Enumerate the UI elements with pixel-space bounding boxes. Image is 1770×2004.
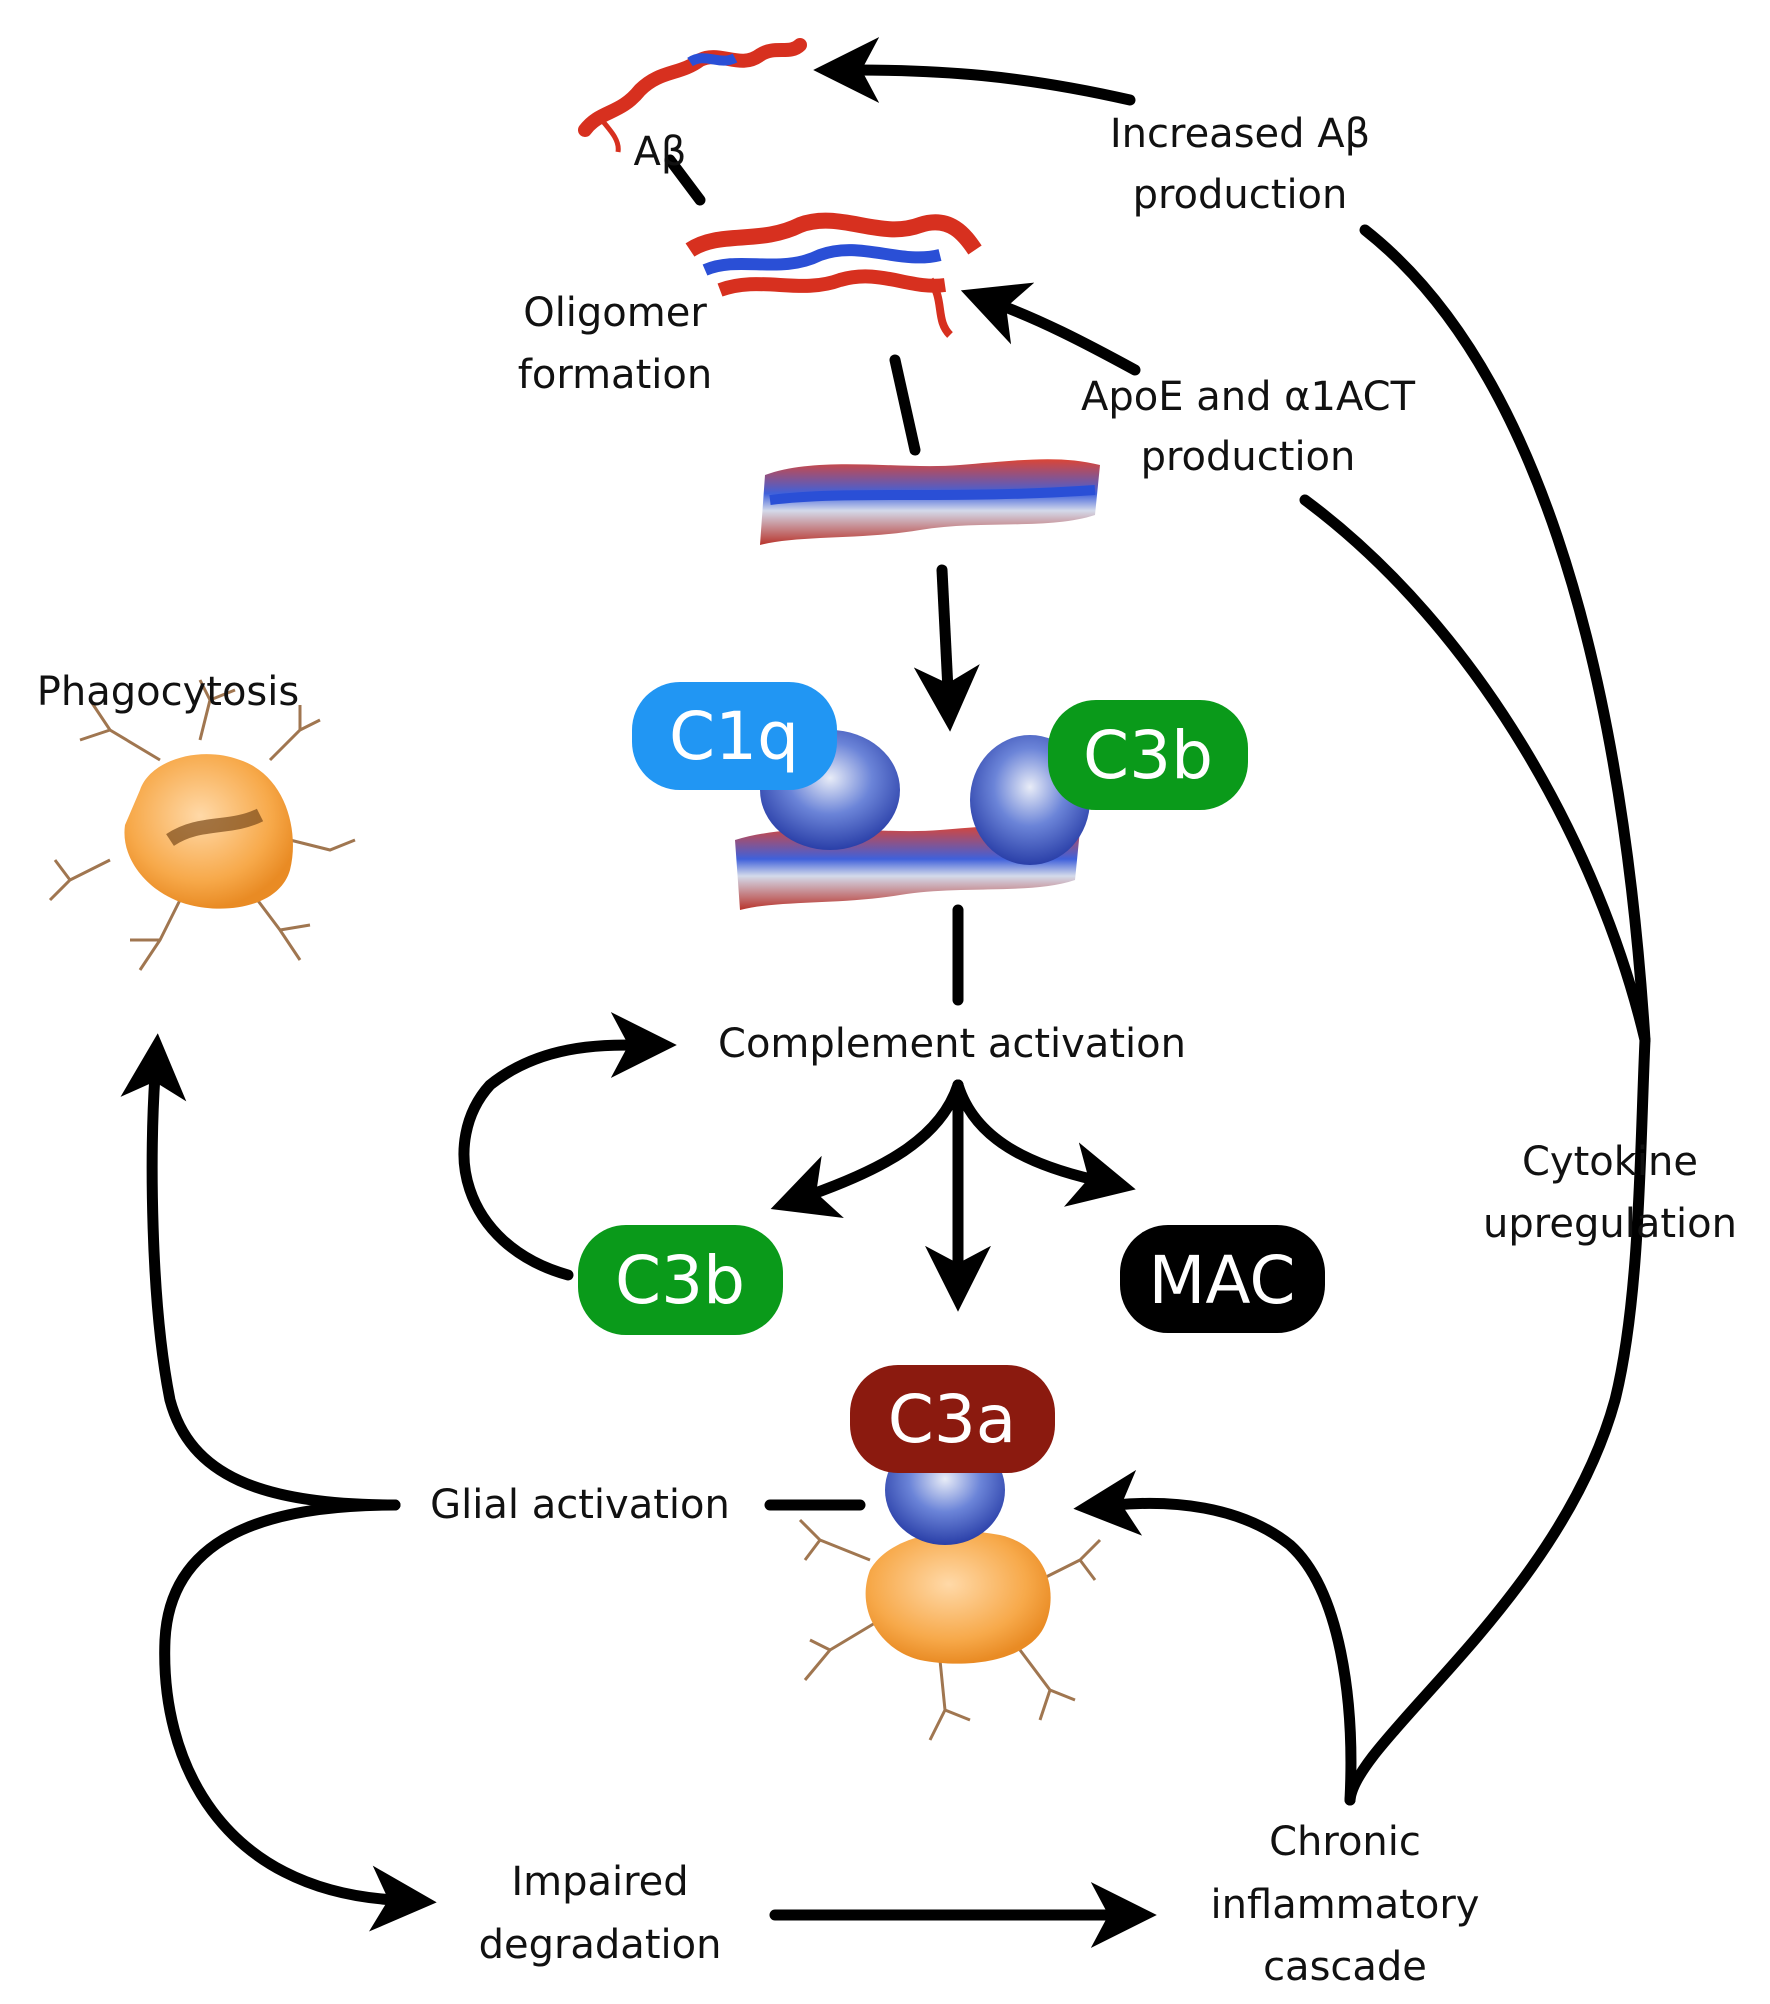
- c3a-label: C3a: [888, 1381, 1017, 1458]
- impaired-label-line2: degradation: [479, 1922, 722, 1968]
- chronic-label-line1: Chronic: [1269, 1819, 1421, 1865]
- arrow-apoe-to-oligomer: [960, 282, 1141, 376]
- apoe-label-line2: production: [1141, 434, 1356, 480]
- chronic-label-line2: inflammatory: [1211, 1882, 1480, 1928]
- abeta-label: Aβ: [634, 129, 687, 175]
- arrow-abeta-to-oligomer: [664, 154, 706, 206]
- mac-pill-bg: [1120, 1225, 1325, 1333]
- c3a-pill-bg: [850, 1365, 1055, 1473]
- arrow-activation-to-c3b: [770, 1079, 964, 1218]
- arrow-increased-to-abeta: [813, 37, 1136, 106]
- c1q-label: C1q: [669, 698, 799, 775]
- c3a-pill: C3a: [850, 1365, 1055, 1473]
- c3b-left-label: C3b: [615, 1242, 745, 1319]
- arrow-oligomer-to-fibril: [889, 354, 921, 456]
- phagocytosis-label: Phagocytosis: [37, 669, 299, 715]
- activated-microglia-cell: [798, 1435, 1102, 1741]
- increased-abeta-label-line2: production: [1133, 172, 1348, 218]
- oligomer-label-line2: formation: [518, 352, 712, 398]
- c3b-top-pill: C3b: [1048, 700, 1248, 810]
- mac-label: MAC: [1148, 1242, 1295, 1319]
- oligomer-label-line1: Oligomer: [523, 290, 707, 336]
- arrow-glial-to-impaired: [159, 1499, 437, 1932]
- complement-activation-label: Complement activation: [718, 1021, 1186, 1067]
- arrow-chronic-to-cell: [1073, 1469, 1357, 1806]
- c1q-pill: C1q: [632, 682, 837, 790]
- c1q-pill-bg: [632, 682, 837, 790]
- impaired-label-line1: Impaired: [511, 1859, 688, 1905]
- arrows: [120, 37, 1651, 1948]
- chronic-label-line3: cascade: [1263, 1944, 1427, 1990]
- fibril-graphic: [760, 459, 1100, 545]
- arrow-fibril-to-complex: [913, 564, 980, 732]
- line-cytokine-to-increased: [1359, 224, 1651, 1046]
- c3b-left-pill-bg: [578, 1225, 783, 1335]
- apoe-label-line1: ApoE and α1ACT: [1081, 374, 1416, 420]
- line-cytokine-to-apoe: [1299, 494, 1651, 1046]
- mac-pill: MAC: [1120, 1225, 1325, 1333]
- abeta-monomer-graphic: [578, 38, 807, 153]
- arrow-glial-to-phagocytosis: [120, 1033, 401, 1511]
- c3b-top-pill-bg: [1048, 700, 1248, 810]
- cytokine-label-line1: Cytokine: [1522, 1139, 1698, 1185]
- phagocytic-microglia-cell: [48, 679, 356, 971]
- oligomer-graphic: [685, 212, 982, 338]
- cytokine-label-line2: upregulation: [1483, 1201, 1737, 1247]
- c3b-left-pill: C3b: [578, 1225, 783, 1335]
- arrow-activation-to-mac: [952, 1079, 1136, 1207]
- increased-abeta-label-line1: Increased Aβ: [1110, 111, 1370, 157]
- glial-activation-label: Glial activation: [430, 1482, 730, 1528]
- c3b-top-label: C3b: [1083, 717, 1213, 794]
- arrow-c3b-feedback: [458, 1012, 677, 1281]
- line-chronic-to-cytokine: [1344, 1034, 1651, 1806]
